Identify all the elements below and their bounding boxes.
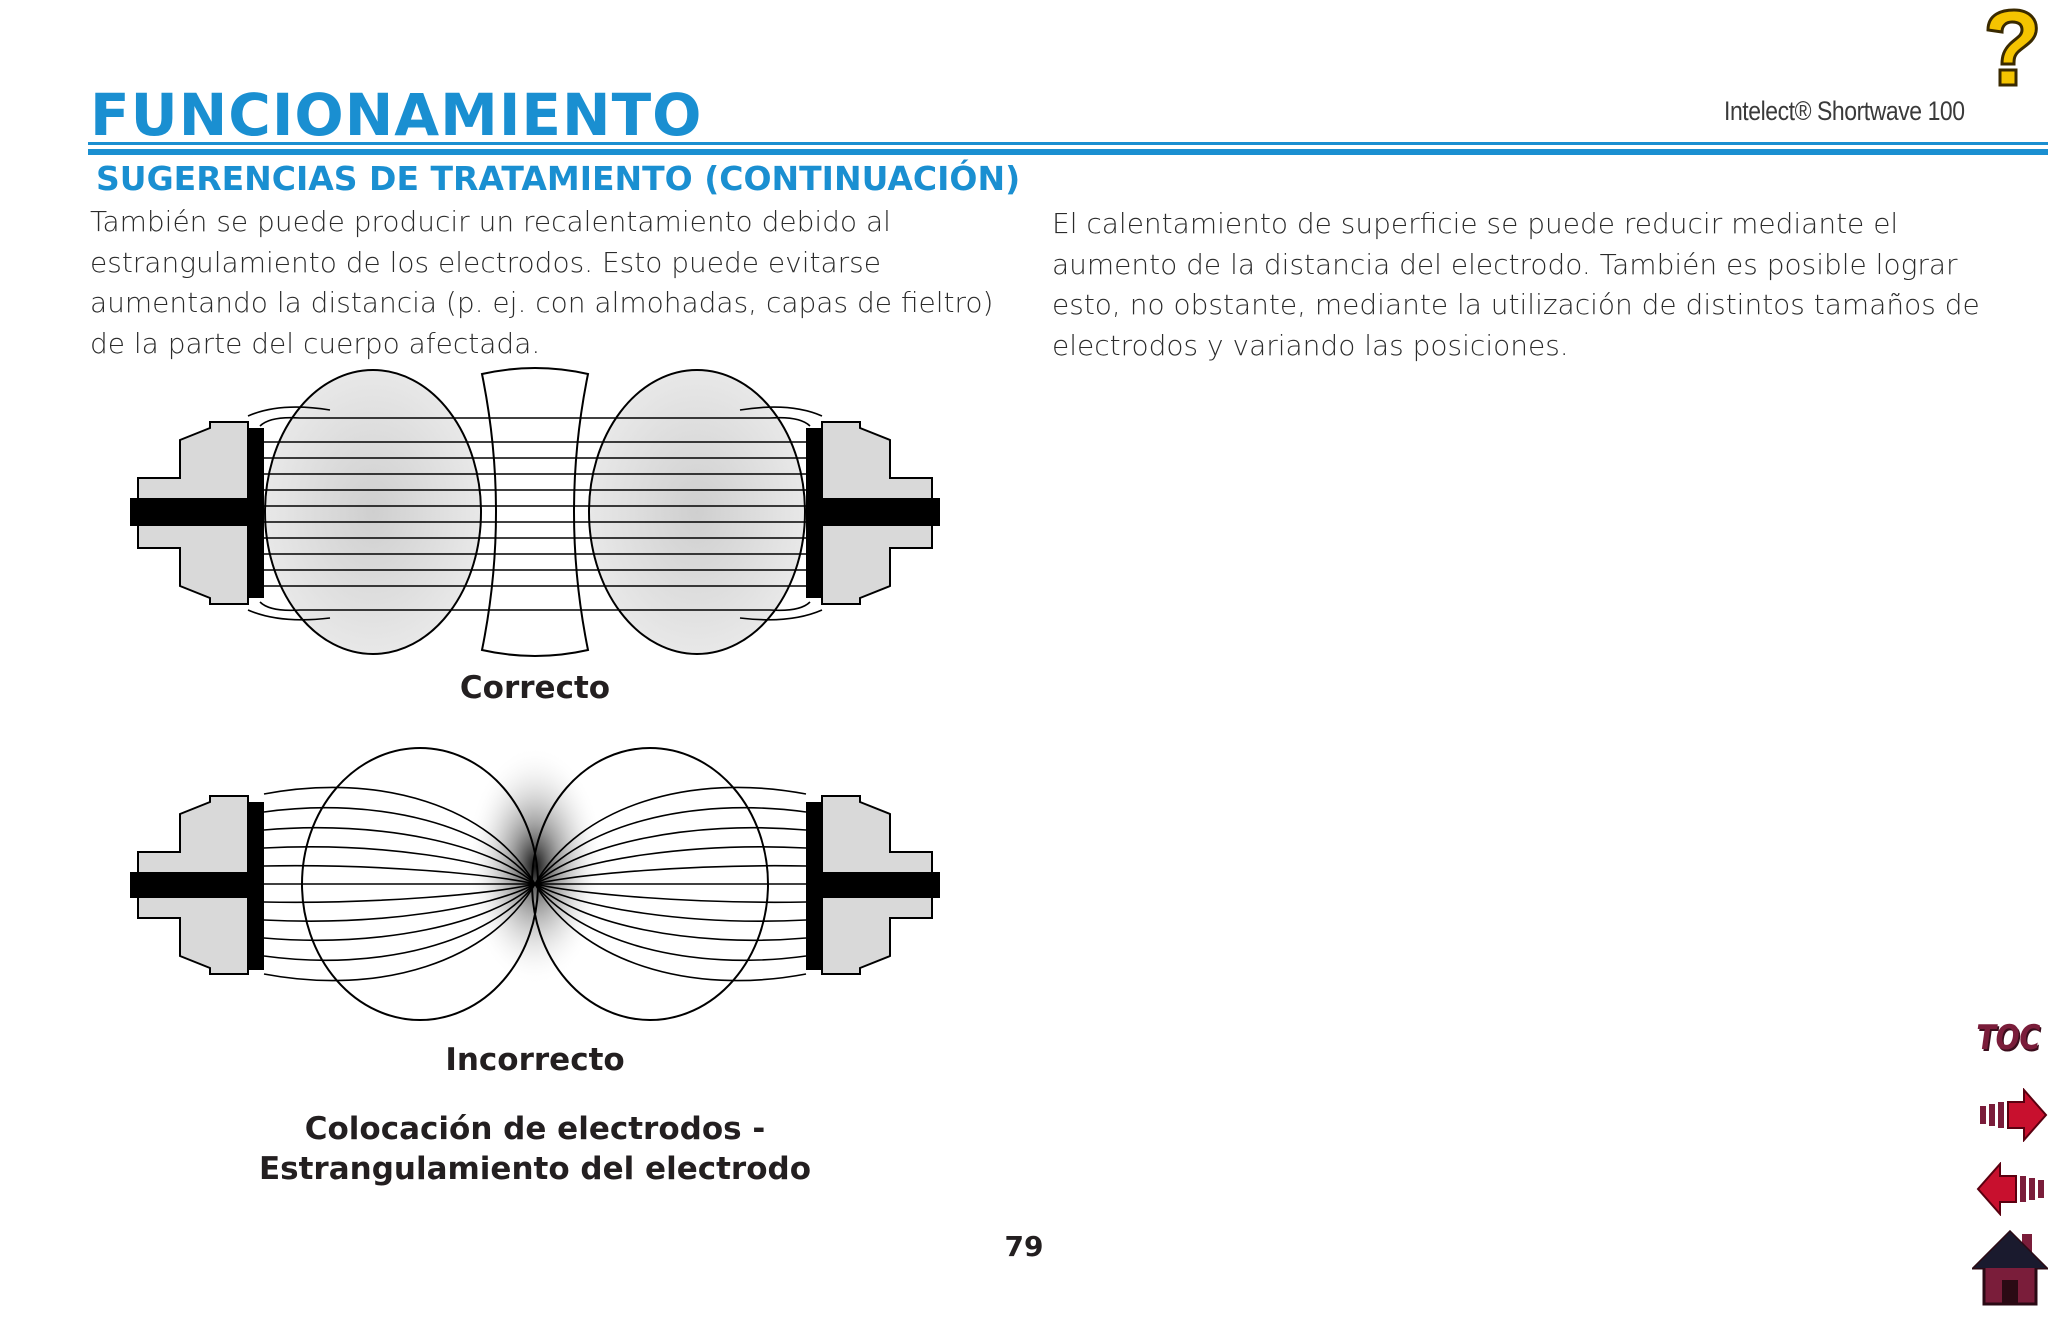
figure-caption-line2: Estrangulamiento del electrodo	[258, 1151, 812, 1187]
body-paragraph-right: El calentamiento de superficie se puede …	[1052, 207, 1980, 362]
arrow-left-icon[interactable]	[1976, 1162, 2048, 1216]
home-icon[interactable]	[1972, 1228, 2048, 1308]
question-mark-icon[interactable]	[1980, 8, 2042, 88]
header-divider-thick	[88, 149, 2048, 155]
arrow-right-icon[interactable]	[1978, 1088, 2048, 1142]
toc-label: TOC	[1973, 1018, 2043, 1058]
body-paragraph-left: También se puede producir un recalentami…	[90, 205, 994, 360]
section-title: SUGERENCIAS DE TRATAMIENTO (CONTINUACIÓN…	[96, 159, 1021, 198]
product-name: Intelect® Shortwave 100	[1724, 96, 1965, 126]
page-title: FUNCIONAMIENTO	[90, 81, 703, 149]
diagram-correct-placement	[130, 367, 940, 657]
diagram-incorrect-placement	[130, 746, 940, 1021]
caption-correct: Correcto	[459, 670, 611, 706]
caption-incorrect: Incorrecto	[445, 1042, 625, 1078]
figure-caption-line1: Colocación de electrodos -	[304, 1111, 766, 1147]
header-divider	[88, 142, 2048, 145]
toc-button[interactable]: TOC	[1974, 1012, 2048, 1064]
page-number: 79	[1004, 1230, 1044, 1263]
